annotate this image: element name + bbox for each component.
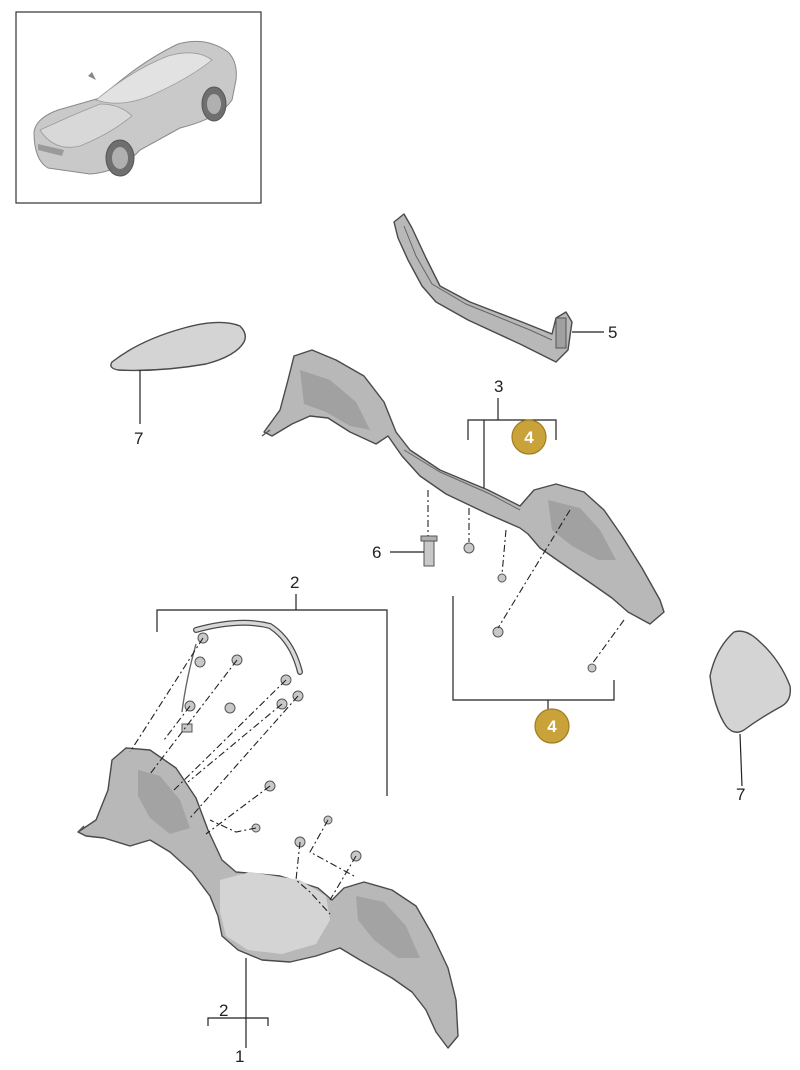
part-3-frame [261,349,665,625]
callout-3: 3 [494,377,503,396]
part-5-bracket [393,213,573,363]
callout-7-right: 7 [736,785,745,804]
car-thumbnail [15,11,262,204]
badge-4-upper-label: 4 [524,428,534,447]
callout-6: 6 [372,543,381,562]
part-7-left-cover [110,321,247,372]
callout-badge-4-upper[interactable]: 4 [511,419,547,455]
assembly-lines [129,490,625,915]
part-1-main-frame [77,747,459,1049]
callout-labels: 5 7 3 6 2 7 2 1 [134,323,745,1066]
callout-2-top: 2 [290,573,299,592]
part-7-right-cover [709,630,792,733]
badge-4-lower-label: 4 [547,717,557,736]
callout-5: 5 [608,323,617,342]
fastener-nuts-part-4 [463,542,597,673]
car-thumbnail-icon [33,40,237,177]
callout-1: 1 [235,1047,244,1066]
callout-badge-4-lower[interactable]: 4 [534,708,570,744]
fasteners [181,535,597,862]
fastener-screw-part-6 [420,535,438,567]
fastener-clips-part-2 [181,632,362,862]
callout-7-left: 7 [134,429,143,448]
leader-lines [139,331,743,1048]
callout-2-bottom: 2 [219,1001,228,1020]
part-2-trim-strip [181,619,303,713]
